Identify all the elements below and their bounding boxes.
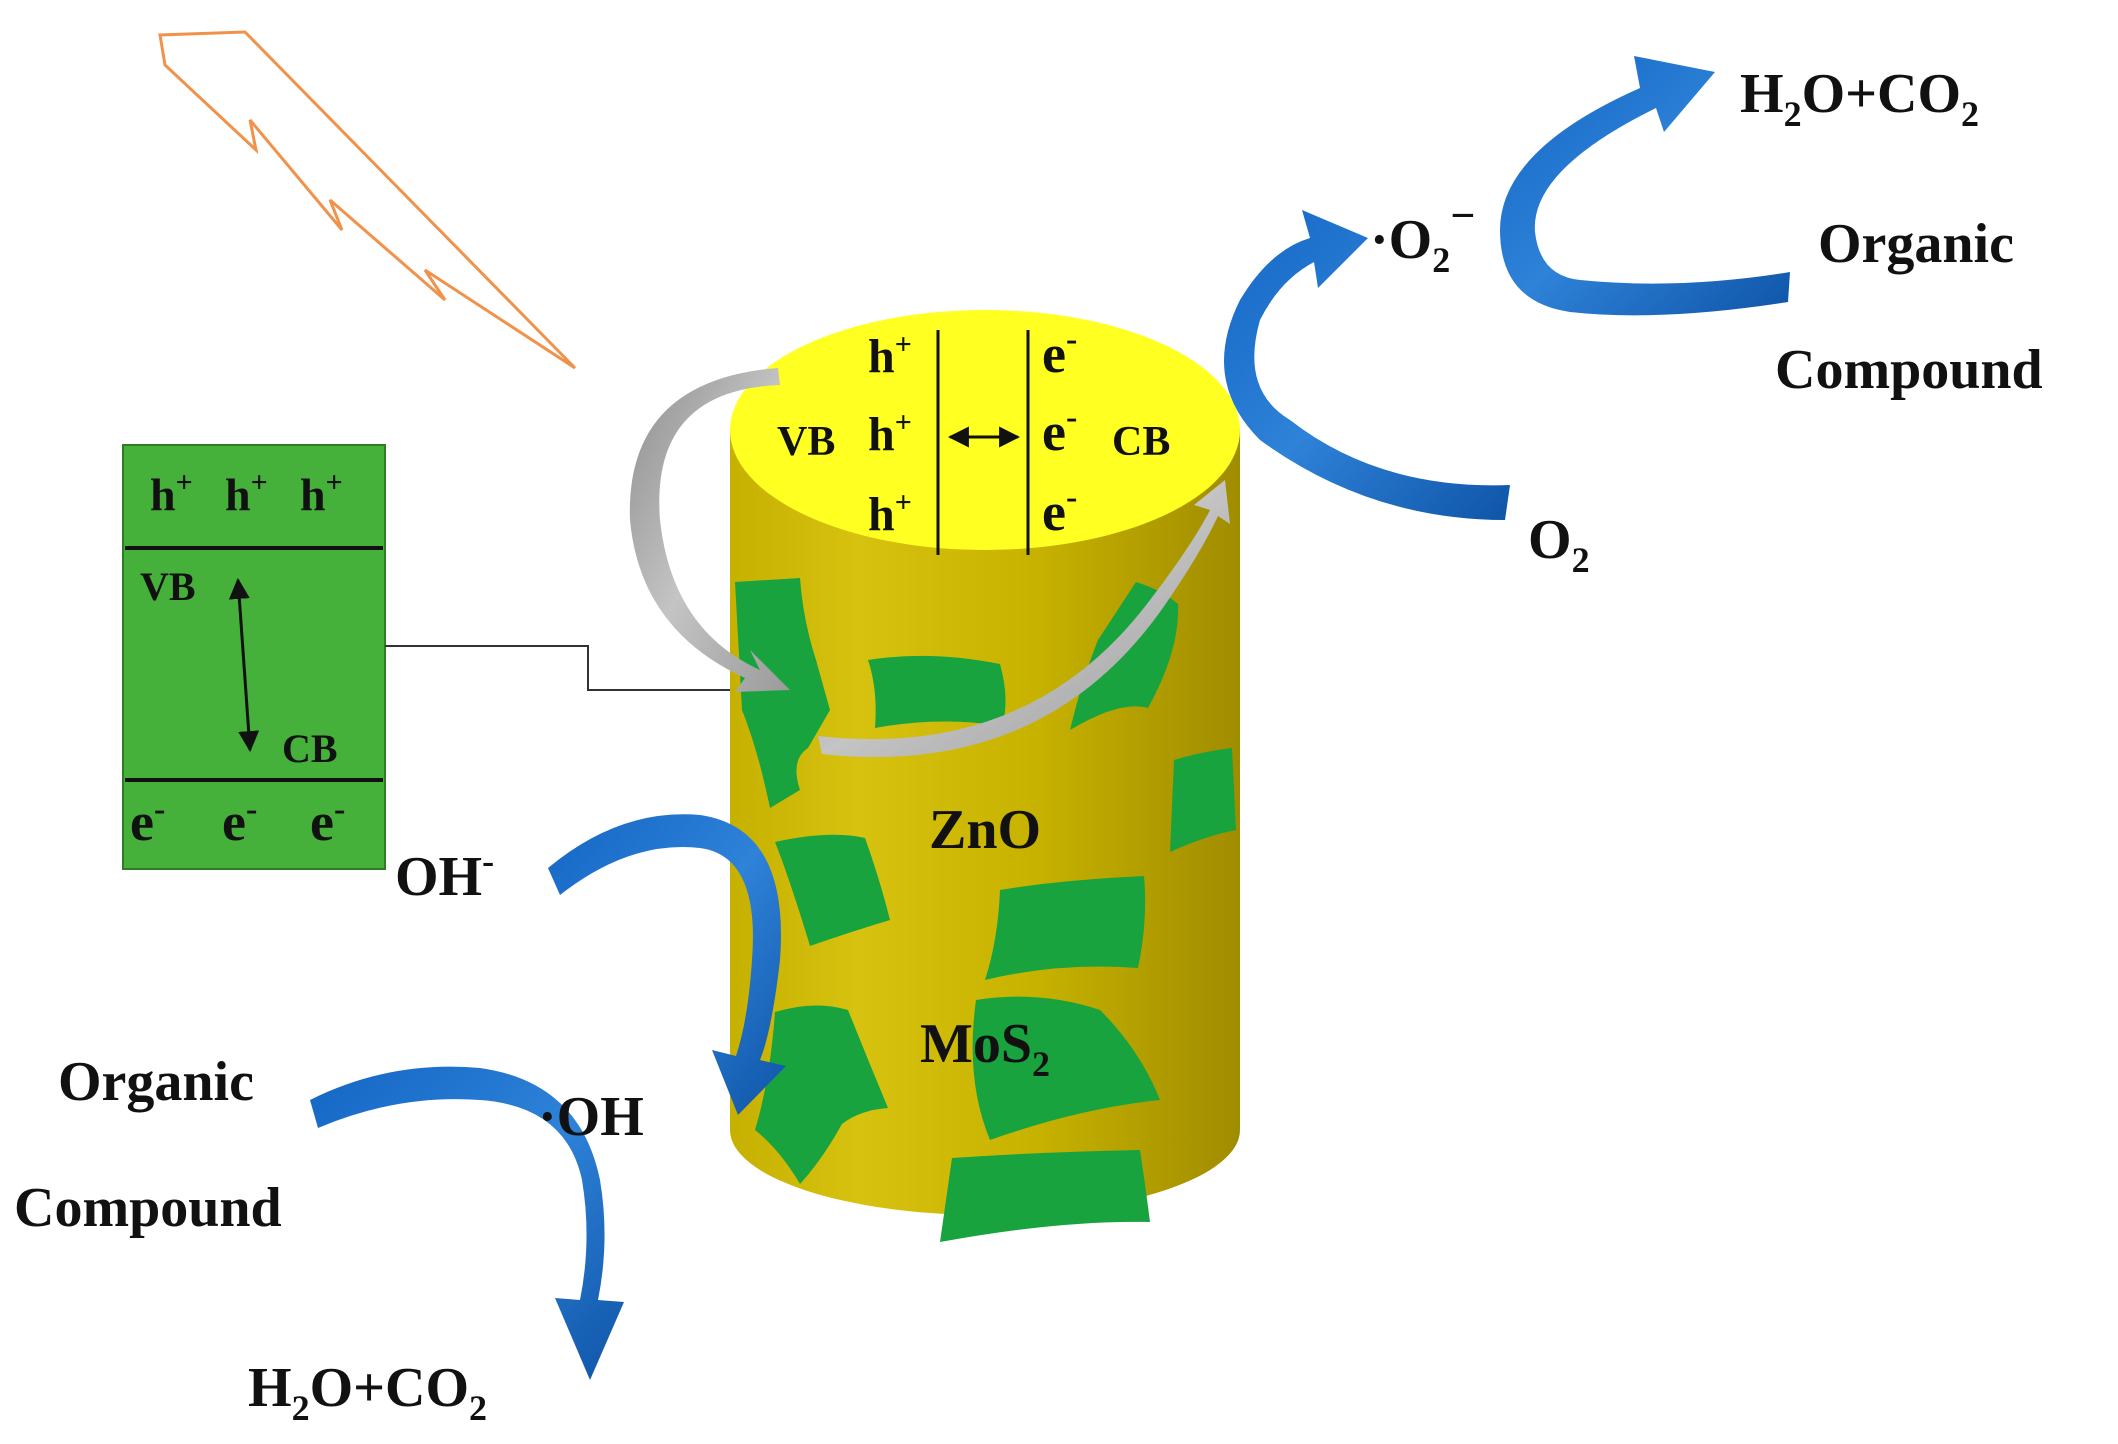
panel-vb-label: VB bbox=[140, 564, 196, 609]
rod-cb-label: CB bbox=[1112, 419, 1170, 465]
left-product-label: H2O+CO2 bbox=[248, 1357, 487, 1428]
oxygen-label: O2 bbox=[1528, 509, 1590, 580]
rod-hole-1: h+ bbox=[868, 328, 912, 383]
mos2-band-panel: h+ h+ h+ VB CB e- e- e- bbox=[122, 444, 386, 870]
rod-hole-2: h+ bbox=[868, 406, 912, 461]
mos2-nanosheets bbox=[735, 578, 1236, 1242]
right-compound-label: Compound bbox=[1775, 339, 2043, 401]
blue-organic-arrow bbox=[1500, 56, 1790, 316]
panel-cb-label: CB bbox=[282, 726, 338, 771]
rod-electron-1: e- bbox=[1042, 321, 1077, 384]
zno-label: ZnO bbox=[929, 799, 1041, 861]
panel-electron-3: e- bbox=[310, 791, 345, 852]
rod-electron-2: e- bbox=[1042, 399, 1077, 462]
rod-hole-3: h+ bbox=[868, 486, 912, 541]
right-product-label: H2O+CO2 bbox=[1740, 63, 1979, 134]
zno-rod: h+ h+ h+ VB e- e- e- CB ZnO MoS2 bbox=[730, 310, 1240, 1242]
band-transition-arrow bbox=[228, 577, 260, 753]
hydroxide-label: OH- bbox=[395, 841, 494, 908]
panel-electron-2: e- bbox=[222, 791, 257, 852]
mos2-label: MoS2 bbox=[920, 1013, 1050, 1084]
left-compound-label: Compound bbox=[14, 1177, 282, 1239]
gray-electron-transfer-arrow bbox=[818, 480, 1230, 758]
left-organic-label: Organic bbox=[58, 1051, 254, 1113]
gray-hole-transfer-arrow bbox=[629, 368, 790, 692]
blue-organic-left-arrow bbox=[310, 1066, 624, 1380]
panel-hole-1: h+ bbox=[150, 466, 193, 520]
rod-electron-3: e- bbox=[1042, 479, 1077, 542]
blue-hydroxide-arrow bbox=[548, 814, 786, 1115]
rod-vb-label: VB bbox=[777, 419, 835, 465]
lightning-bolt-icon bbox=[158, 30, 577, 370]
panel-electron-1: e- bbox=[130, 791, 165, 852]
panel-hole-3: h+ bbox=[300, 466, 343, 520]
superoxide-label: ·O2− bbox=[1370, 191, 1475, 280]
hydroxyl-radical-label: ·OH bbox=[538, 1086, 644, 1148]
blue-o2-arrow bbox=[1224, 210, 1510, 520]
panel-hole-2: h+ bbox=[225, 466, 268, 520]
panel-connector-line bbox=[385, 645, 792, 697]
right-organic-label: Organic bbox=[1818, 213, 2014, 275]
